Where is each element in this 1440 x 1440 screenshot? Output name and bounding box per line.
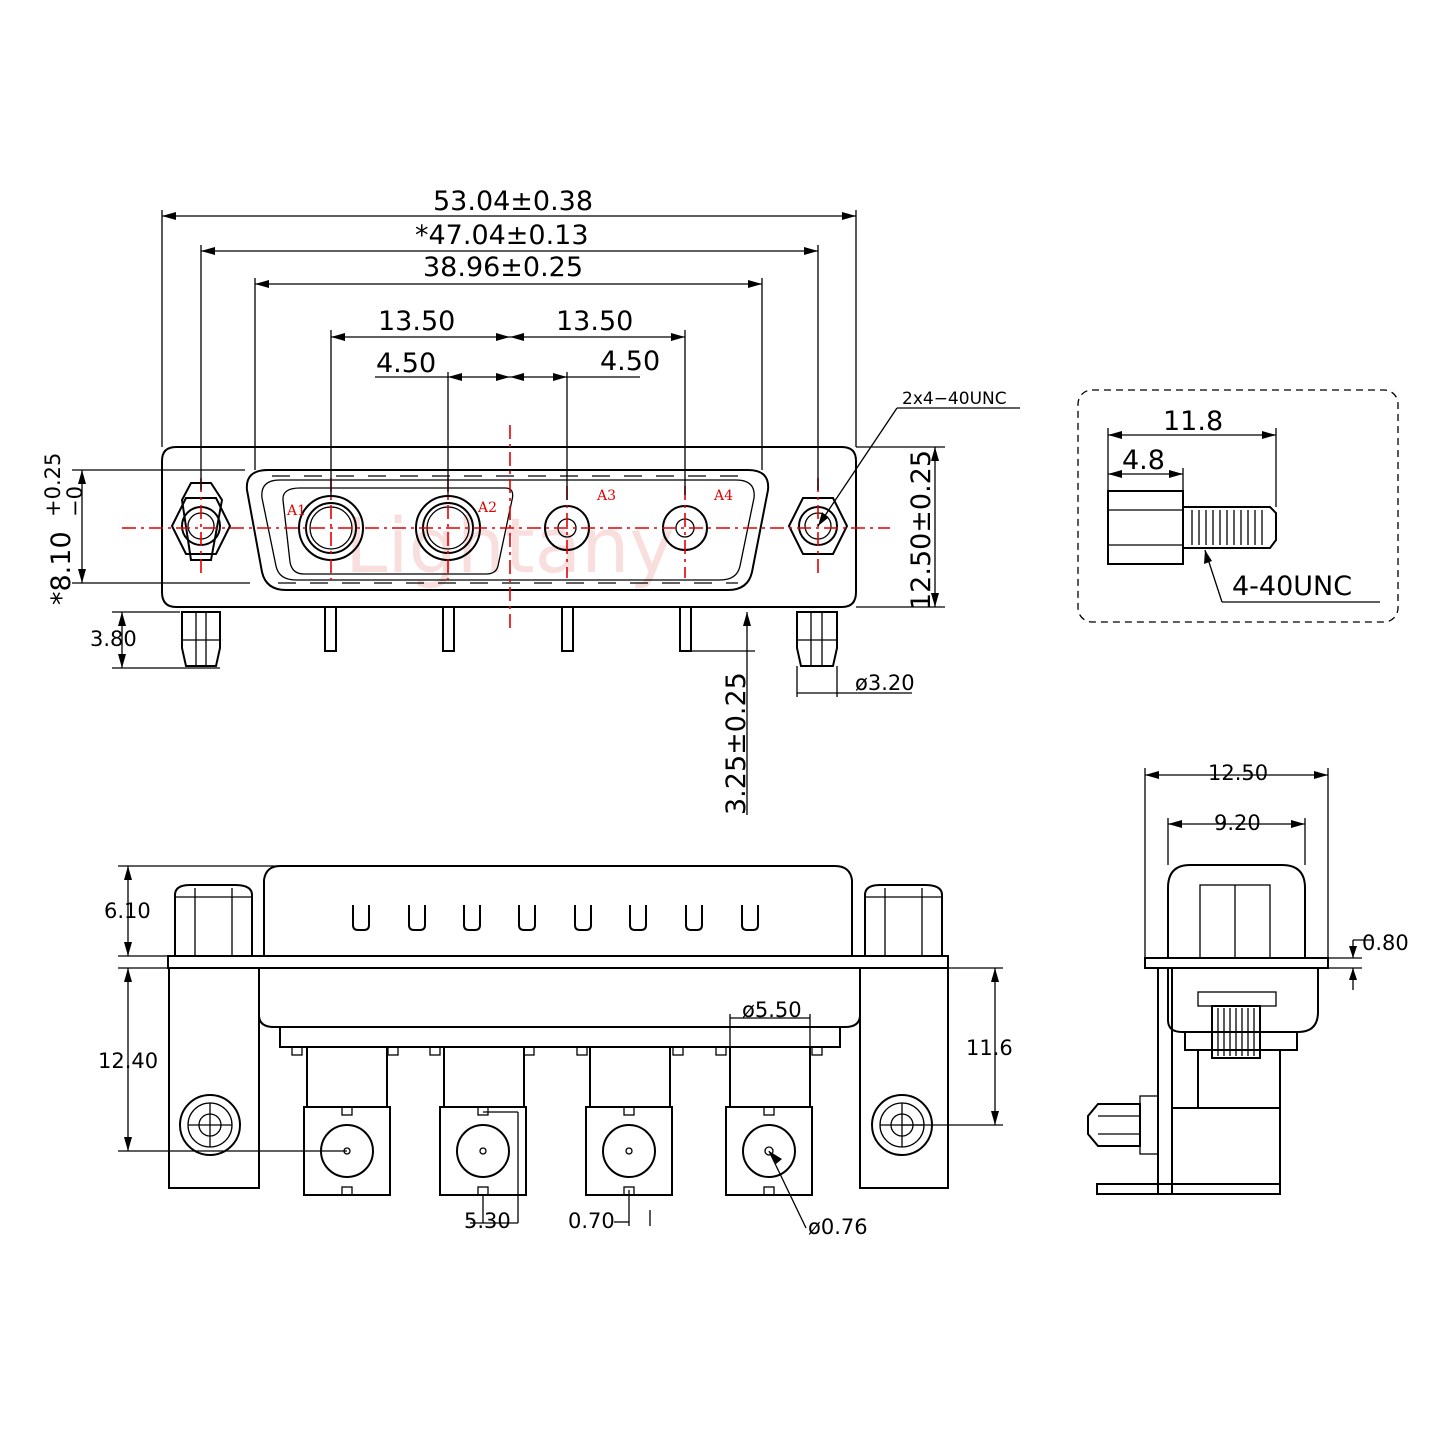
dim-block-spacing: 5.30 <box>464 1209 511 1233</box>
side-insert <box>1184 1031 1298 1051</box>
dim-mount-pitch: *47.04±0.13 <box>415 220 589 251</box>
side-shell <box>1167 864 1306 958</box>
dim-offset-right: 4.50 <box>600 346 660 377</box>
dim-shell-width: 38.96±0.25 <box>423 252 583 283</box>
front-flange <box>161 446 857 608</box>
left-bracket <box>168 967 260 1189</box>
side-bracket <box>1157 967 1173 1195</box>
contact-block-3 <box>585 1046 673 1196</box>
centerlines <box>122 425 890 632</box>
dim-pin-offset: 3.25±0.25 <box>721 672 752 815</box>
dim-overall-width: 53.04±0.38 <box>433 186 593 217</box>
dim-peg-length: 3.80 <box>90 627 137 651</box>
left-hex-nut <box>170 482 232 561</box>
bottom-dim-lines <box>118 865 1003 1229</box>
dim-contact-diameter: ø5.50 <box>742 998 802 1022</box>
bottom-right-hex <box>864 884 943 956</box>
side-flange <box>1144 957 1329 969</box>
standoff-thread <box>1182 506 1277 549</box>
left-bracket-hole <box>179 1094 241 1156</box>
dim-peg-diameter: ø3.20 <box>855 671 915 695</box>
right-bracket <box>859 967 949 1189</box>
contact-block-2 <box>439 1046 527 1196</box>
right-boardlock <box>796 611 838 667</box>
dim-flange-thickness: 0.80 <box>1362 931 1409 955</box>
shell-dimples <box>272 475 745 584</box>
side-arrows <box>1145 771 1357 980</box>
bottom-insert-tabs <box>291 1046 823 1056</box>
side-view: 12.50 9.20 0.80 <box>1087 761 1409 1195</box>
standoff-hex <box>1107 490 1184 565</box>
side-contact <box>1171 1107 1281 1195</box>
bottom-arrows <box>124 866 999 1164</box>
dim-pin-width: 0.70 <box>568 1209 615 1233</box>
dim-shell-height-tol-upper: +0.25 <box>41 453 65 517</box>
dim-flange-height: 12.50±0.25 <box>906 450 937 610</box>
bottom-flange-plate <box>167 955 949 969</box>
dim-pitch-left: 13.50 <box>378 306 455 337</box>
dim-screw-head-length: 4.8 <box>1122 445 1165 476</box>
screw-detail: 11.8 4.8 4-40UNC <box>1077 389 1399 623</box>
bottom-left-hex <box>174 884 253 956</box>
thread-callout: 2x4−40UNC <box>902 389 1007 409</box>
contact-block-4 <box>725 1046 813 1196</box>
side-boardlock <box>1087 1103 1141 1147</box>
bottom-view: 6.10 12.40 11.6 ø5.50 5.30 0.70 ø0.76 <box>98 865 1013 1239</box>
shell-slots <box>352 905 759 931</box>
pin-label-a1: A1 <box>286 503 306 519</box>
dim-body-height: 12.40 <box>98 1049 158 1073</box>
pcb-pins <box>324 606 692 652</box>
dim-offset-left: 4.50 <box>376 348 436 379</box>
contact-block-1 <box>303 1046 391 1196</box>
dim-pin-row-height: 11.6 <box>966 1036 1013 1060</box>
front-arrows <box>78 212 939 668</box>
pin-label-a4: A4 <box>713 488 733 504</box>
d-shell-inner <box>261 479 755 581</box>
screw-thread-label: 4-40UNC <box>1232 571 1352 602</box>
screw-detail-frame <box>1077 389 1399 623</box>
side-dim-lines <box>1144 768 1372 990</box>
dim-top-height: 6.10 <box>104 899 151 923</box>
side-nut <box>1197 991 1277 1007</box>
dim-pitch-right: 13.50 <box>556 306 633 337</box>
bottom-insert <box>279 1026 841 1048</box>
dim-shell-height: *8.10 +0.25 −0 <box>41 453 87 605</box>
coax-insert <box>282 487 514 575</box>
dim-shell-height-value: *8.10 <box>46 531 77 605</box>
left-boardlock <box>181 611 221 667</box>
front-view: Lightany <box>41 186 1020 815</box>
dim-shell-height-tol-lower: −0 <box>63 486 87 517</box>
front-dim-lines <box>72 210 1020 815</box>
side-base <box>1096 1183 1281 1195</box>
dim-side-shell-depth: 9.20 <box>1214 811 1261 835</box>
d-shell-outer <box>245 469 770 591</box>
pin-label-a3: A3 <box>596 488 616 504</box>
dim-screw-total-length: 11.8 <box>1163 406 1223 437</box>
thread-hatching <box>1191 510 1263 545</box>
dim-pin-diameter: ø0.76 <box>808 1215 868 1239</box>
pin-label-a2: A2 <box>477 500 497 516</box>
side-body <box>1167 968 1319 1033</box>
dim-side-overall-depth: 12.50 <box>1208 761 1268 785</box>
screw-arrows <box>1108 431 1276 564</box>
